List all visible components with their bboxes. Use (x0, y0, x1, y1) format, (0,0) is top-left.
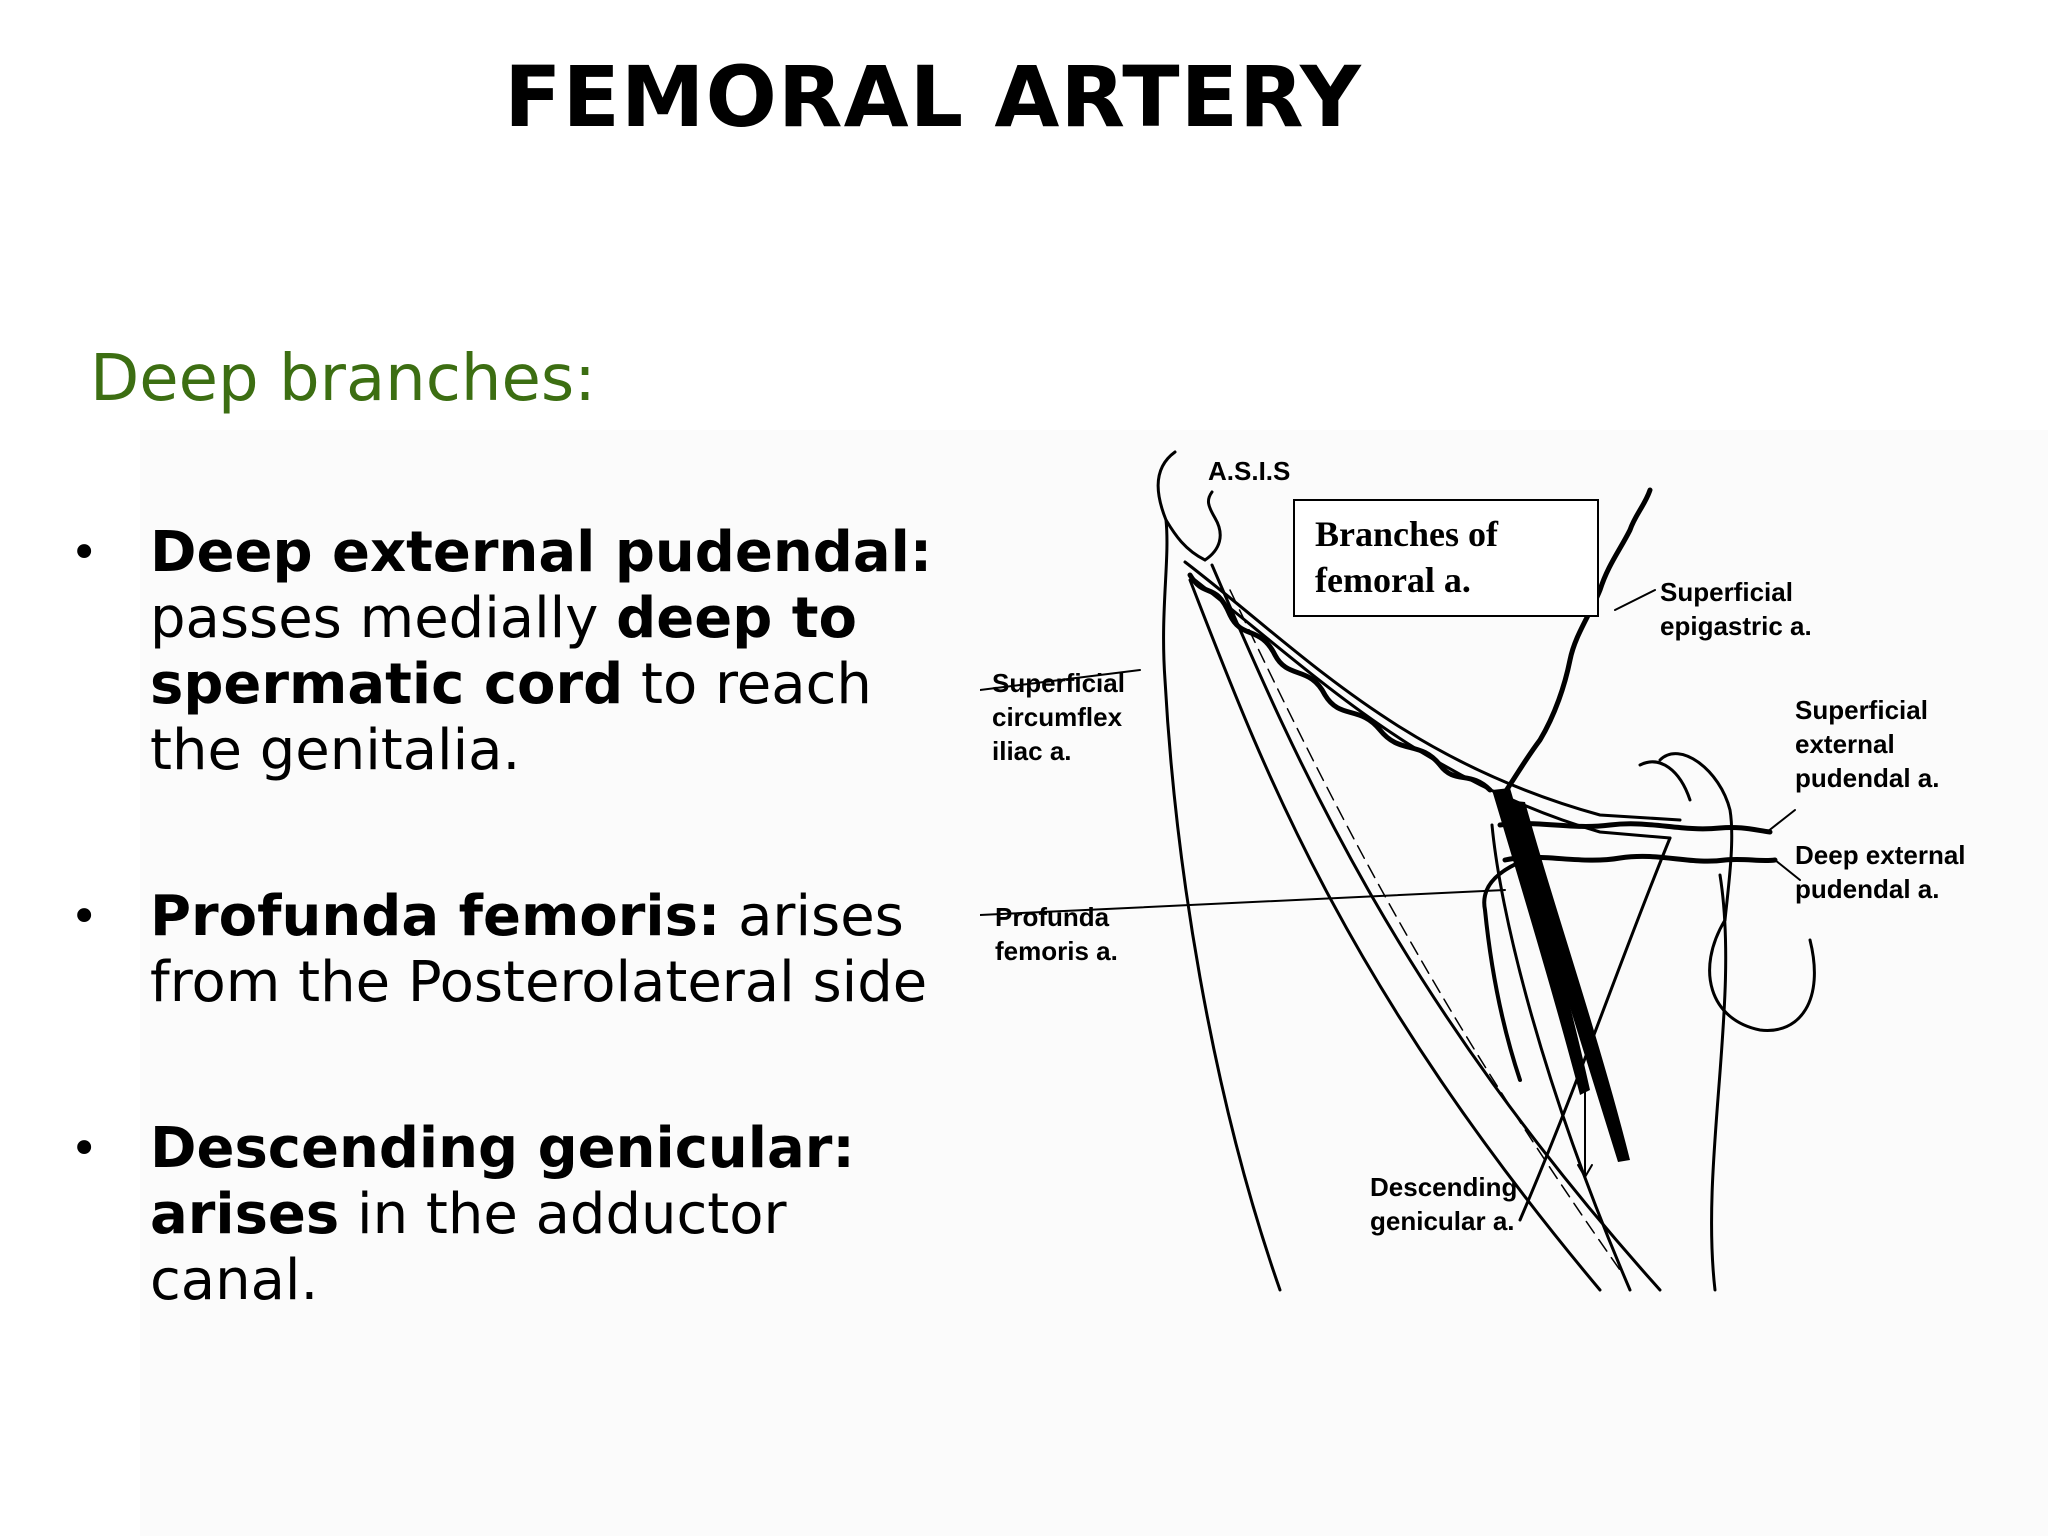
label-descending-genicular: Descending genicular a. (1370, 1170, 1517, 1238)
pointer-deep-ext-pudendal (1774, 859, 1801, 881)
bullet-marker: • (70, 525, 99, 581)
label-line: Superficial (1660, 577, 1793, 607)
bullet-deep-external-pudendal: • Deep external pudendal: passes mediall… (70, 520, 950, 784)
label-line: circumflex (992, 702, 1123, 732)
figure-title-box: Branches of femoral a. (1293, 499, 1599, 617)
bullet-text: passes medially (150, 586, 617, 651)
superficial-circumflex-iliac-artery (1187, 572, 1493, 793)
label-line: epigastric a. (1660, 611, 1812, 641)
bullet-descending-genicular: • Descending genicular:arises in the add… (70, 1116, 950, 1314)
bullet-heading: Profunda femoris: (150, 884, 721, 949)
label-line: iliac a. (992, 736, 1072, 766)
spermatic-cord (1658, 752, 1734, 922)
bullet-list: • Deep external pudendal: passes mediall… (70, 520, 950, 1414)
label-superficial-circumflex-iliac: Superficial circumflex iliac a. (992, 666, 1125, 768)
asis-outline (1164, 490, 1222, 562)
bullet-text: in the adductor canal. (150, 1182, 787, 1313)
label-line: femoris a. (995, 936, 1118, 966)
adductor-outline (1490, 823, 1632, 1292)
figure-title-line2: femoral a. (1315, 560, 1471, 600)
pointer-circumflex (980, 669, 1141, 691)
profunda-femoris-artery (1482, 858, 1527, 1082)
label-line: pudendal a. (1795, 763, 1940, 793)
deep-external-pudendal-artery (1502, 853, 1778, 864)
slide-title: FEMORAL ARTERY (504, 48, 1362, 146)
femoral-artery (1492, 788, 1590, 1095)
label-superficial-external-pudendal: Superficial external pudendal a. (1795, 693, 1939, 795)
superficial-external-pudendal-artery (1497, 821, 1773, 835)
bullet-heading: Deep external pudendal: (150, 520, 933, 585)
sartorius-inner (1229, 589, 1621, 1271)
femoral-artery-trunk (1505, 800, 1630, 1162)
inguinal-ligament (1183, 560, 1682, 822)
label-line: Profunda (995, 902, 1110, 932)
bullet-text: arises from the Posterolateral side (150, 884, 928, 1015)
label-line: Descending (1370, 1172, 1518, 1202)
sartorius-outline (1188, 578, 1602, 1292)
bullet-emphasis: deep to spermatic cord (150, 586, 858, 717)
label-line: pudendal a. (1795, 874, 1940, 904)
figure-title-line1: Branches of (1315, 514, 1498, 554)
inguinal-ligament-inner (1193, 578, 1672, 840)
arrowhead (1577, 1164, 1593, 1179)
bullet-profunda-femoris: • Profunda femoris: arises from the Post… (70, 884, 950, 1016)
bullet-marker: • (70, 1121, 99, 1177)
bullet-marker: • (70, 889, 99, 945)
pointer-epigastric (1614, 589, 1656, 611)
thigh-lateral-outline (1156, 450, 1282, 1292)
genital-outline (1708, 918, 1816, 1032)
label-line: Deep external (1795, 840, 1966, 870)
spermatic-cord-2 (1638, 760, 1692, 802)
label-asis: A.S.I.S (1208, 456, 1291, 486)
superficial-epigastric-artery (1497, 487, 1653, 803)
pointer-sup-ext-pudendal (1766, 809, 1796, 833)
pointer-profunda (980, 889, 1506, 916)
bullet-heading: Descending genicular: (150, 1116, 855, 1181)
adductor-outline-2 (1518, 836, 1672, 1222)
medial-thigh-outline (1710, 873, 1728, 1292)
femoral-branches-diagram: Branches of femoral a. A.S.I.S Superfici… (980, 440, 2020, 1300)
bullet-emphasis: arises (150, 1182, 340, 1247)
label-line: external (1795, 729, 1895, 759)
label-profunda-femoris: Profunda femoris a. (995, 900, 1118, 968)
label-line: Superficial (1795, 695, 1928, 725)
slide-content-background (140, 430, 2048, 1536)
section-subtitle: Deep branches: (90, 342, 596, 416)
label-superficial-epigastric: Superficial epigastric a. (1660, 575, 1812, 643)
bullet-text: to reach the genitalia. (150, 652, 872, 783)
femoral-anatomy-drawing (980, 450, 1816, 1292)
label-line: Superficial (992, 668, 1125, 698)
label-deep-external-pudendal: Deep external pudendal a. (1795, 838, 1966, 906)
label-line: genicular a. (1370, 1206, 1515, 1236)
